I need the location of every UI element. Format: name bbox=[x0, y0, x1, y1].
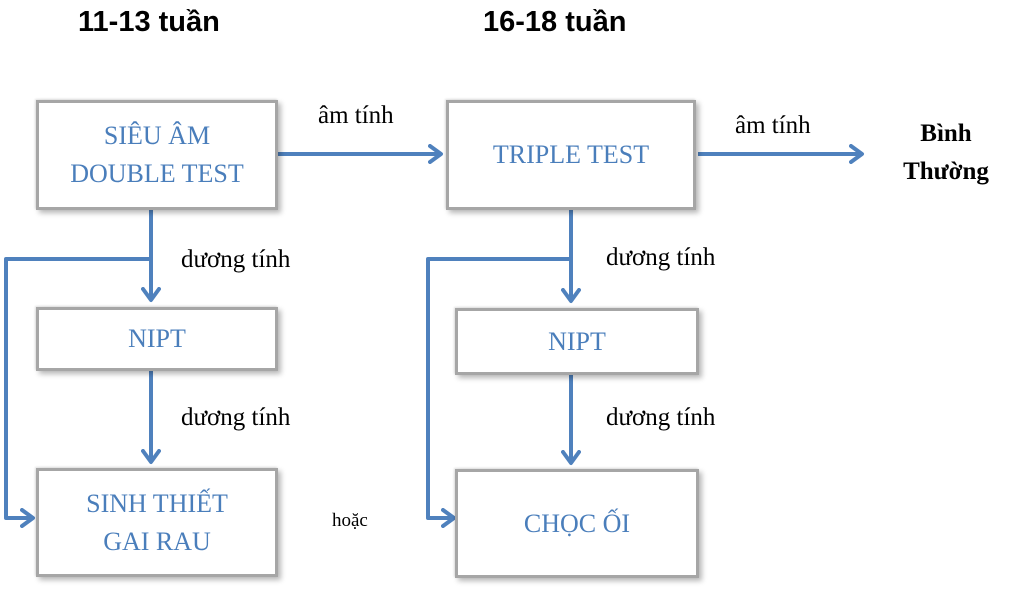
label-duong-tinh-2: dương tính bbox=[181, 404, 291, 431]
header-16-18-weeks: 16-18 tuần bbox=[483, 6, 627, 38]
box-nipt-right: NIPT bbox=[455, 308, 699, 375]
sinh-thiet-line1: SINH THIẾT bbox=[86, 488, 228, 518]
triple-test-label: TRIPLE TEST bbox=[492, 140, 650, 169]
result-line2: Thường bbox=[903, 158, 989, 185]
label-hoac: hoặc bbox=[332, 510, 368, 531]
label-duong-tinh-1: dương tính bbox=[181, 246, 291, 273]
double-test-line1: SIÊU ÂM bbox=[103, 121, 211, 150]
box-nipt-left: NIPT bbox=[36, 307, 278, 371]
box-choc-oi: CHỌC ỐI bbox=[455, 469, 699, 578]
double-test-line2: DOUBLE TEST bbox=[70, 159, 244, 188]
box-double-test: SIÊU ÂM DOUBLE TEST bbox=[36, 100, 278, 210]
label-am-tinh-2: âm tính bbox=[735, 112, 811, 139]
arrow-bypass-to-chocoi bbox=[426, 257, 571, 528]
result-binh-thuong: Bình Thường bbox=[880, 115, 1012, 191]
label-am-tinh-1: âm tính bbox=[318, 102, 394, 129]
nipt-left-label: NIPT bbox=[128, 324, 186, 353]
result-line1: Bình bbox=[920, 120, 972, 147]
label-duong-tinh-4: dương tính bbox=[606, 404, 716, 431]
header-11-13-weeks: 11-13 tuần bbox=[78, 6, 220, 38]
arrow-bypass-to-sinhthiet bbox=[4, 257, 151, 528]
box-sinh-thiet-gai-rau: SINH THIẾT GAI RAU bbox=[36, 468, 278, 577]
box-triple-test: TRIPLE TEST bbox=[446, 100, 696, 210]
choc-oi-label: CHỌC ỐI bbox=[523, 508, 631, 538]
nipt-right-label: NIPT bbox=[548, 326, 606, 356]
label-duong-tinh-3: dương tính bbox=[606, 244, 716, 271]
sinh-thiet-line2: GAI RAU bbox=[103, 526, 211, 556]
